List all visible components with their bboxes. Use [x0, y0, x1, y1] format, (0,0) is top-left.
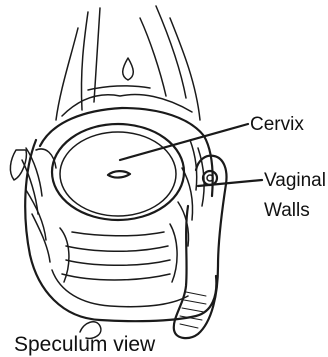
right-vaginal-wall	[178, 140, 204, 246]
vaginal-walls-label-line2: Walls	[264, 200, 310, 221]
upper-tissue-folds	[56, 6, 200, 120]
cervix-leader-line	[120, 124, 248, 160]
cervix	[52, 124, 184, 220]
upper-teardrop	[123, 58, 134, 80]
vaginal-walls-leader-line	[198, 180, 262, 186]
cervix-label: Cervix	[250, 114, 304, 135]
vaginal-walls-label-line1: Vaginal	[264, 170, 326, 191]
lower-blade-ridges	[60, 224, 177, 282]
figure-caption: Speculum view	[14, 333, 156, 356]
